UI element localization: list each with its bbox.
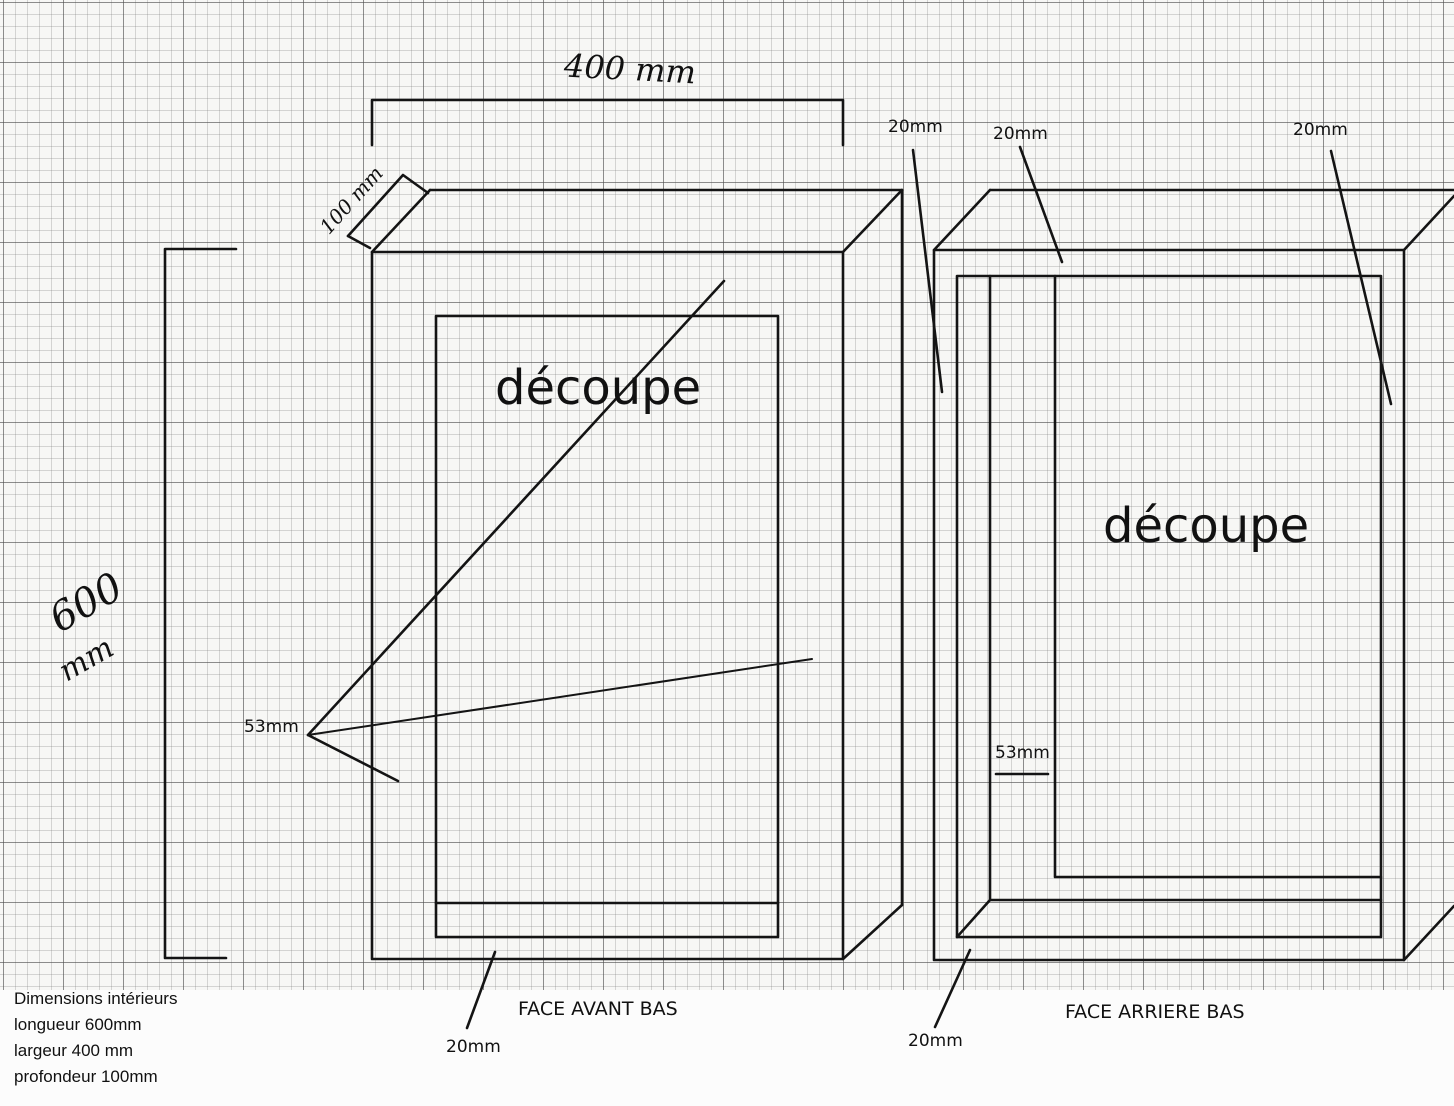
back-20mm-leader-left [911,148,944,394]
front-box-bottom-right-edge [841,903,904,961]
back-20mm-leader-mid [1018,145,1064,264]
height-dimension-line [163,247,238,960]
graph-paper-background [0,0,1454,990]
notes-length: longueur 600mm [14,1015,142,1034]
depth-dimension-tick [346,234,372,250]
front-cutout-label: découpe [495,360,702,416]
depth-dimension-line [346,173,430,238]
back-20mm-callout-mid: 20mm [993,124,1048,144]
notes-title: Dimensions intérieurs [14,989,178,1008]
width-dimension-label: 400 mm [563,46,697,92]
front-box-top-left-edge [370,188,432,254]
back-box-top-right-edge [1402,194,1454,252]
back-frame-outer [955,274,1383,939]
front-box [306,188,904,1030]
back-cutout [1053,274,1383,879]
back-20mm-leader-right [1329,149,1393,406]
notes-depth: profondeur 100mm [14,1067,158,1086]
front-panel-caption: FACE AVANT BAS [518,998,678,1020]
back-53mm-callout: 53mm [995,743,1050,763]
width-dimension-line [370,98,845,147]
back-20mm-callout-bottom: 20mm [908,1031,963,1051]
back-box [911,145,1454,1029]
back-box-face [932,248,1406,962]
back-box-bottom-right-edge [1402,904,1454,962]
front-53mm-callout: 53mm [244,717,299,737]
back-box-top-left-edge [932,188,992,252]
front-53mm-leader-c [306,733,400,783]
front-box-face [370,250,845,961]
dimensions-notes: Dimensions intérieurs longueur 600mm lar… [14,986,177,1090]
front-53mm-leader-b [307,658,813,736]
back-frame-bottom-diagonal [955,898,992,939]
front-cutout [434,314,780,939]
front-20mm-leader [465,950,497,1030]
notes-width: largeur 400 mm [14,1041,134,1060]
back-cutout-label: découpe [1103,498,1310,554]
front-20mm-callout: 20mm [446,1037,501,1057]
back-20mm-leader-bottom [933,948,972,1029]
back-20mm-callout-right: 20mm [1293,120,1348,140]
back-20mm-callout-left: 20mm [888,117,943,137]
front-box-top-right-edge [841,188,904,254]
front-53mm-leader-a [306,279,726,737]
back-panel-caption: FACE ARRIERE BAS [1065,1001,1245,1023]
